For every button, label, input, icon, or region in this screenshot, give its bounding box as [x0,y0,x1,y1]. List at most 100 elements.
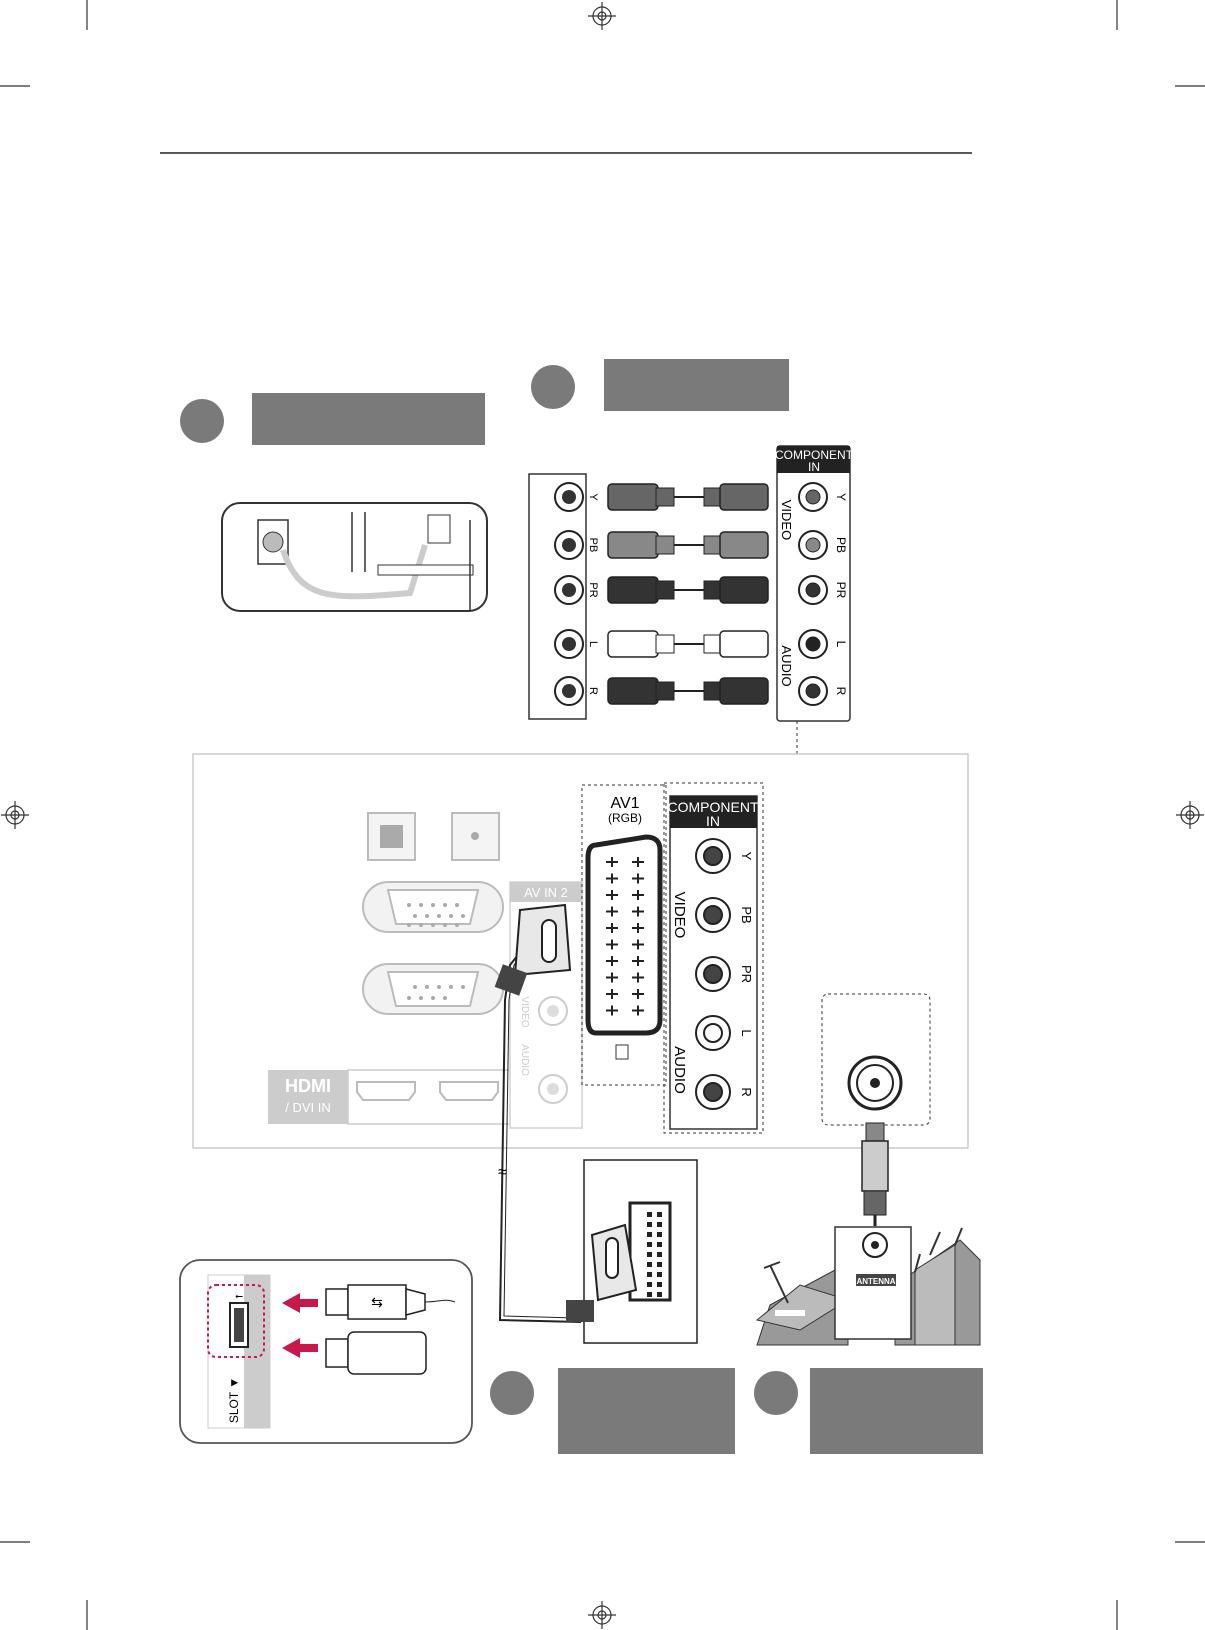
dsub-pin-4-2 [431,996,435,1000]
rca-plug-left-4 [607,677,659,705]
device-scart-pin-b-1 [657,1222,662,1227]
usb-port-icon: ⭠ [235,1291,243,1302]
tv-component-jack-label-1: PB [739,906,754,923]
scart-pin-5-0 [606,939,618,950]
device-scart-pin-a-7 [647,1282,652,1287]
scart-pin-2-1 [632,890,644,900]
rca-plug-left-0 [607,483,659,511]
component-jack-core-1 [805,537,821,553]
component-header-top-line1: COMPONENT [775,448,854,462]
rca-plug-left-3 [607,630,659,658]
step-circle-antenna [754,1371,798,1415]
dsub-pin-4-1 [419,996,423,1000]
step-circle-component [531,365,575,409]
dsub-pin-1-1 [425,914,429,918]
device-scart-pin-b-0 [657,1212,662,1217]
square-port [451,812,500,861]
device-scart-pin-a-8 [647,1292,652,1297]
source-jack-core-4 [562,684,576,698]
label-box-power [252,393,485,445]
scart-pin-3-0 [606,906,618,917]
scart-pin-1-1 [632,873,644,884]
dsub-pin-1-4 [461,914,465,918]
tv-component-jack-core-4 [703,1082,723,1102]
antenna-plate-label: ANTENNA [856,1277,895,1286]
source-jack-core-2 [562,583,576,597]
scart-pin-6-1 [632,956,644,966]
component-jack-label-4: R [834,687,848,696]
scart-pin-1-0 [606,873,618,884]
dsub-pin-1-0 [413,914,417,918]
scart-pin-8-0 [606,989,618,999]
registration-mark-top [588,2,616,30]
hdmi-sublabel: / DVI IN [285,1100,331,1115]
device-scart-pin-b-4 [657,1252,662,1257]
scart-pin-9-1 [632,1005,644,1016]
scart-cable: ≈ [494,903,698,1344]
usb-symbol-icon: ⇆ [371,1294,383,1310]
device-scart-pin-b-7 [657,1282,662,1287]
dsub-pin-0-4 [455,903,459,907]
scart-pin-9-0 [606,1005,618,1016]
device-scart-pin-b-5 [657,1262,662,1267]
scart-pin-4-0 [606,923,618,933]
device-scart-pin-a-4 [647,1252,652,1257]
device-scart-pin-b-2 [657,1232,662,1237]
device-scart-pin-b-3 [657,1242,662,1247]
dsub-pin-3-1 [425,985,429,989]
component-header-top-line2: IN [808,460,820,474]
av-in2-label: AV IN 2 [524,885,568,900]
usb-cable-plug: ⇆ [325,1284,456,1320]
dsub-pin-4-3 [443,996,447,1000]
dsub-pin-2-0 [407,923,411,927]
step-circle-scart [490,1371,534,1415]
source-jack-core-1 [562,538,576,552]
component-header-tv-line2: IN [706,813,720,829]
dsub-pin-2-2 [431,923,435,927]
step-circle-power [180,399,224,443]
scart-pin-7-0 [606,972,618,983]
scart-pin-0-0 [606,857,618,867]
tv-component-jack-core-1 [703,905,723,925]
dsub-pin-3-2 [437,985,441,989]
dsub-pin-0-2 [431,903,435,907]
scart-pins [606,857,644,1016]
component-jack-label-1: PB [834,537,848,553]
scart-pin-7-1 [632,972,644,983]
scart-pin-5-1 [632,939,644,950]
component-cables [607,483,769,705]
source-jack-core-3 [562,637,576,651]
scart-pin-4-1 [632,923,644,933]
audio-label-tv: AUDIO [671,1046,688,1094]
av-in2-audio-label: AUDIO [519,1044,530,1076]
label-box-antenna [810,1368,983,1454]
tv-component-jack-label-3: L [739,1029,754,1036]
device-scart-pin-a-0 [647,1212,652,1217]
rca-plug-left-2 [607,576,659,604]
label-box-component [604,359,789,411]
rca-plug-left-neck-3 [655,634,675,654]
usb-arrow-1 [282,1293,318,1313]
rca-plug-right-1 [719,531,769,559]
device-scart-pin-a-2 [647,1232,652,1237]
scart-pin-3-1 [632,906,644,917]
device-scart-pin-b-8 [657,1292,662,1297]
antenna-buildings-illustration: ANTENNA [755,1226,981,1346]
av1-title: AV1 [610,795,639,812]
component-jack-core-0 [805,489,821,505]
av-in2-video-label: VIDEO [519,996,530,1027]
rca-plug-left-neck-0 [655,487,675,507]
dsub-pin-2-4 [455,923,459,927]
usb-memory-stick [325,1331,427,1375]
component-header-tv-line1: COMPONENT [668,799,759,815]
usb-arrow-2 [282,1338,318,1358]
rca-plug-right-3 [719,630,769,658]
tv-component-jack-core-2 [703,964,723,984]
dsub-pin-3-4 [461,985,465,989]
dsub-pin-0-1 [419,903,423,907]
